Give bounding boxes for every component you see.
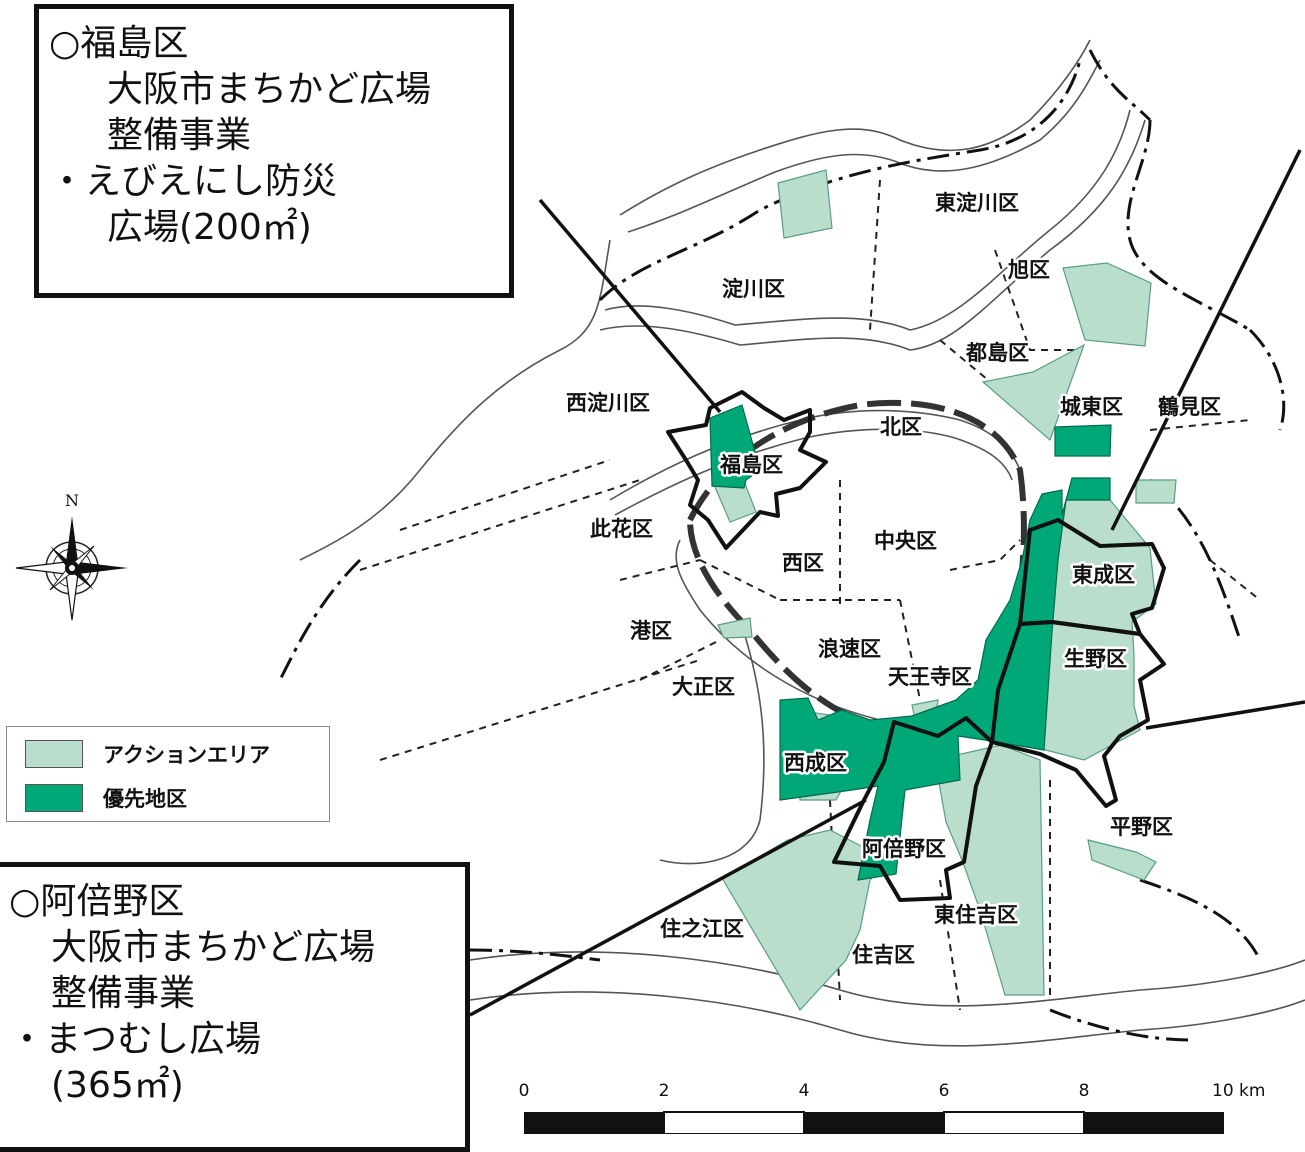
scale-tick-label: 8 [1079, 1081, 1090, 1101]
city-boundary [278, 49, 1286, 1042]
legend-label: 優先地区 [103, 787, 187, 811]
legend-item-action-area: アクションエリア [25, 739, 270, 769]
scale-bar: 0 2 4 6 8 10 km [486, 1070, 1305, 1134]
ward-label: 浪速区 [818, 637, 881, 661]
compass-north-label: N [65, 491, 79, 510]
ward-label: 天王寺区 [888, 665, 972, 689]
ward-label: 住之江区 [660, 917, 744, 941]
compass-rose-icon: N [15, 491, 128, 621]
callout-text: ・えびえにし防災 [49, 161, 338, 202]
priority-districts [709, 404, 1112, 881]
scale-tick-label: 0 [519, 1081, 530, 1101]
ward-label: 旭区 [1007, 258, 1050, 282]
ward-label: 鶴見区 [1158, 395, 1221, 419]
ward-label: 中央区 [874, 529, 937, 553]
legend-label: アクションエリア [103, 743, 270, 767]
ward-label: 都島区 [965, 341, 1029, 365]
ward-label: 港区 [630, 619, 672, 643]
legend-swatch [25, 784, 83, 812]
ward-label: 福島区 [719, 453, 783, 477]
ward-boundaries [359, 179, 1261, 1011]
rivers [299, 39, 1305, 1047]
callout-title: ○福島区 [49, 23, 189, 64]
ward-label: 西区 [782, 551, 824, 575]
callout-text: 整備事業 [107, 115, 252, 156]
callout-text: ・まつむし広場 [9, 1019, 262, 1060]
callout-text: 大阪市まちかど広場 [51, 927, 376, 968]
scale-tick-label: 4 [799, 1081, 810, 1101]
callout-title: ○阿倍野区 [9, 881, 185, 922]
ward-label: 西成区 [784, 751, 847, 775]
highlight-outlines [666, 390, 1166, 902]
callout-leaders [469, 149, 1305, 1017]
ward-label: 此花区 [590, 517, 653, 541]
ward-label: 阿倍野区 [862, 837, 946, 861]
scale-tick-label: 10 km [1212, 1081, 1265, 1101]
ward-label: 平野区 [1110, 815, 1173, 839]
callout-text: 広場(200㎡) [107, 207, 312, 248]
legend: アクションエリア 優先地区 [6, 726, 330, 822]
callout-text: (365㎡) [51, 1065, 184, 1106]
ward-label: 淀川区 [722, 277, 785, 301]
ward-label: 東成区 [1072, 563, 1135, 587]
ward-label: 城東区 [1060, 395, 1123, 419]
ward-label: 生野区 [1064, 647, 1127, 671]
ward-label: 住吉区 [852, 943, 915, 967]
ward-label: 北区 [880, 415, 922, 439]
callout-abeno: ○阿倍野区 大阪市まちかど広場 整備事業 ・まつむし広場 (365㎡) [0, 862, 470, 1152]
callout-text: 整備事業 [51, 973, 196, 1014]
scale-tick-label: 2 [659, 1081, 670, 1101]
callout-fukushima: ○福島区 大阪市まちかど広場 整備事業 ・えびえにし防災 広場(200㎡) [34, 4, 514, 298]
ward-label: 東淀川区 [935, 191, 1019, 215]
ward-label: 大正区 [672, 675, 735, 699]
callout-text: 大阪市まちかど広場 [107, 69, 432, 110]
ward-labels: 東淀川区 淀川区 旭区 都島区 西淀川区 城東区 鶴見区 北区 福島区 此花区 … [564, 189, 1224, 970]
ward-label: 東住吉区 [934, 903, 1018, 927]
legend-swatch [25, 740, 83, 768]
legend-item-priority-district: 優先地区 [25, 783, 187, 813]
ward-label: 西淀川区 [566, 391, 650, 415]
scale-tick-label: 6 [939, 1081, 950, 1101]
